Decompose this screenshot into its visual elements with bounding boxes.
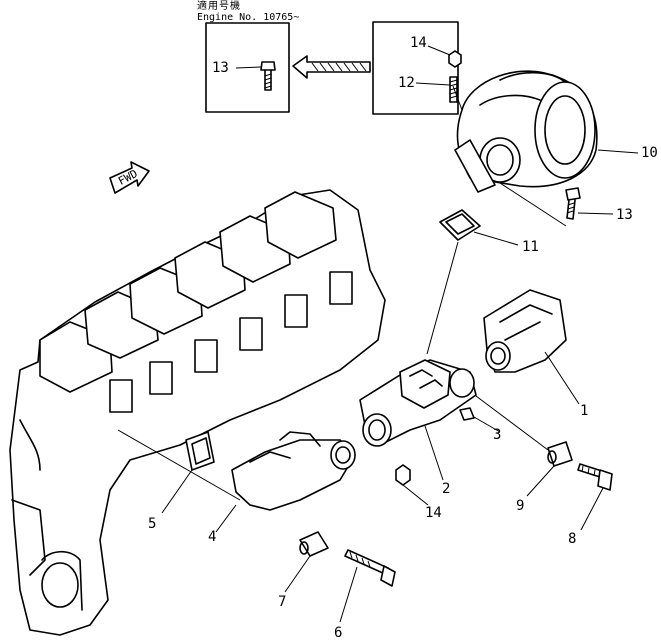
callout-13: 13 [616, 207, 633, 223]
assembly-line-left [117, 429, 241, 501]
callout-9: 9 [516, 498, 525, 514]
sleeve-part-7 [284, 531, 329, 593]
exhaust-manifold-part-2 [359, 359, 477, 481]
turbocharger-part-10 [452, 70, 639, 193]
serial-applicability-label-jp: 適用号機 [197, 1, 241, 12]
serial-applicability-label: Engine No. 10765~ [197, 12, 300, 23]
callout-5: 5 [148, 516, 157, 532]
callout-1: 1 [580, 403, 589, 419]
callout-11: 11 [522, 239, 539, 255]
sleeve-part-9 [475, 395, 573, 497]
callout-6: 6 [334, 625, 343, 641]
callout-8: 8 [568, 531, 577, 547]
fwd-arrow-icon [109, 161, 150, 194]
bolt-part-6 [339, 549, 396, 623]
callout-3: 3 [493, 427, 502, 443]
callout-4: 4 [208, 529, 217, 545]
gasket-part-5 [161, 431, 215, 514]
exhaust-manifold-part-4 [215, 431, 356, 533]
engine-block [9, 189, 386, 636]
callout-7: 7 [278, 594, 287, 610]
change-arrow-icon [292, 55, 371, 79]
bolt-part-8 [577, 463, 613, 531]
exhaust-manifold-part-1 [483, 289, 580, 405]
inset-box-new [205, 22, 290, 113]
callout-14: 14 [425, 505, 442, 521]
stud-12-inset-icon [415, 76, 458, 103]
callout-12: 12 [398, 75, 415, 91]
callout-2: 2 [442, 481, 451, 497]
nut-14-icon [395, 464, 429, 506]
bolt-13-icon [499, 182, 614, 227]
callout-13-inset: 13 [212, 60, 229, 76]
plug-part-3 [459, 407, 501, 433]
callout-10: 10 [641, 145, 658, 161]
gasket-part-11 [426, 209, 519, 355]
inset-box-old [372, 21, 459, 115]
callout-14-inset: 14 [410, 35, 427, 51]
bolt-13-inset-icon [235, 61, 276, 91]
nut-14-inset-icon [427, 45, 462, 68]
